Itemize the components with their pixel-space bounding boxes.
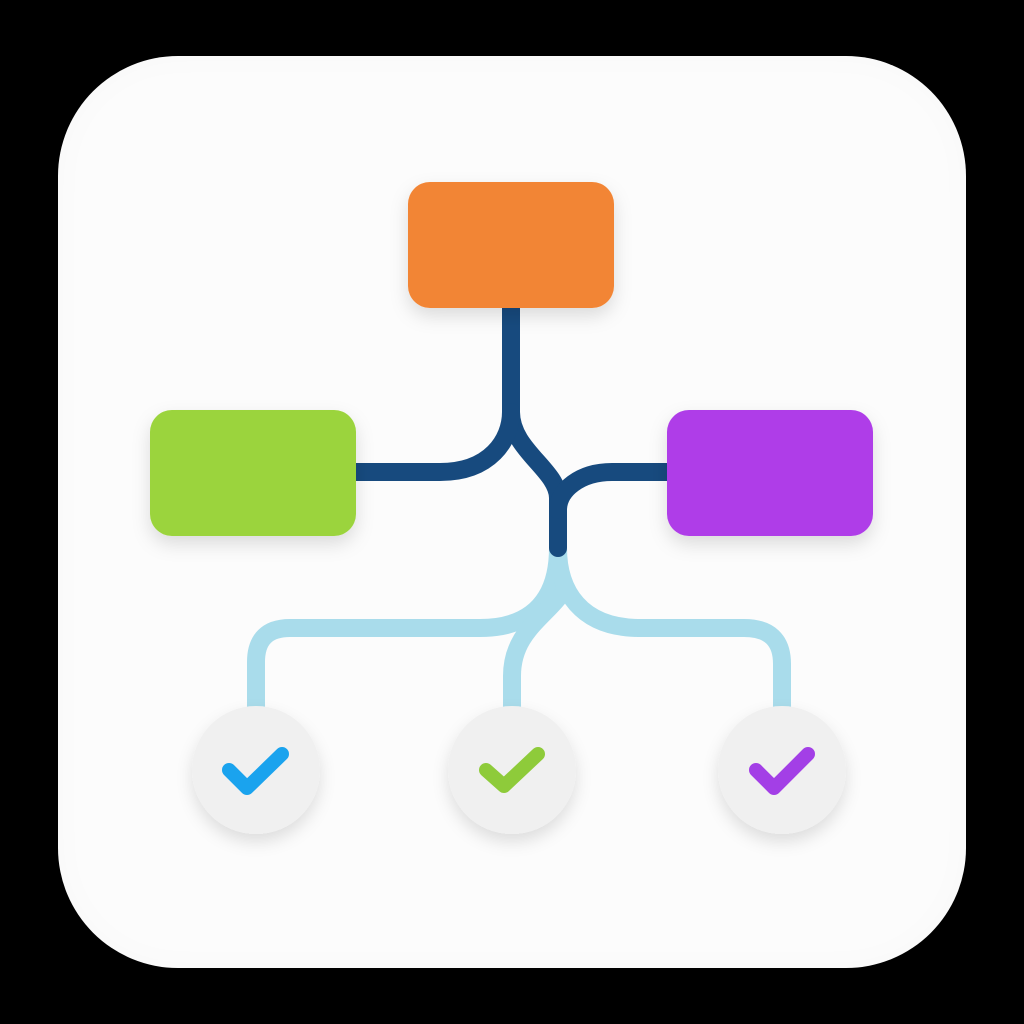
outcome-middle [448, 706, 576, 834]
upper-connectors [345, 297, 677, 557]
right-node [667, 410, 873, 536]
connector-to-middle-outcome [503, 589, 567, 721]
top-node [408, 182, 614, 308]
lower-connectors [247, 539, 791, 721]
connector-left-node [345, 403, 520, 481]
connector-right-node [549, 463, 677, 519]
outcome-left [192, 706, 320, 834]
outcome-right [718, 706, 846, 834]
checkmark-icon [479, 747, 545, 793]
checkmark-icon [222, 747, 289, 795]
connector-to-right-outcome [549, 539, 791, 721]
checkmark-icon [749, 747, 815, 795]
left-node [150, 410, 356, 536]
